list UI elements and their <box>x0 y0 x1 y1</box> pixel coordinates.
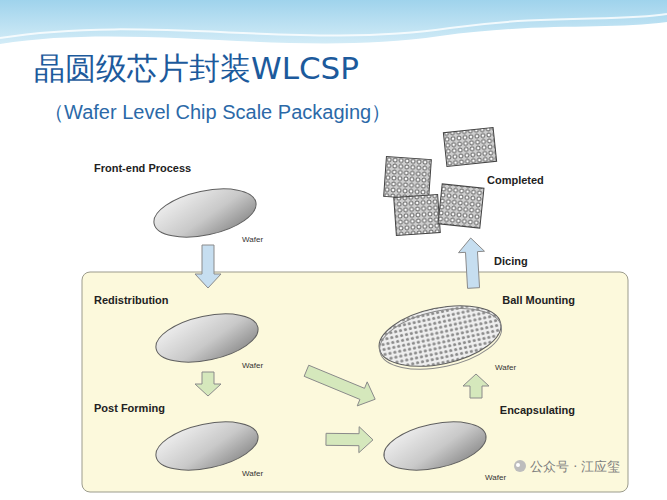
process-stage: Post FormingWafer <box>92 398 324 478</box>
chip <box>394 195 441 236</box>
flow-arrow <box>304 365 375 406</box>
wafer-label: Wafer <box>242 361 263 370</box>
process-stage: RedistributionWafer <box>92 290 324 370</box>
bumped-wafer <box>374 296 507 377</box>
wafer-label: Wafer <box>495 363 516 372</box>
stage-label: Post Forming <box>94 402 165 414</box>
chip <box>438 184 484 228</box>
chip <box>443 127 496 166</box>
wafer-label: Wafer <box>242 235 263 244</box>
stage-label: Redistribution <box>94 294 169 306</box>
process-panel <box>82 272 628 492</box>
flow-arrow <box>195 245 221 288</box>
stage-label: Encapsulating <box>500 404 575 416</box>
flow-arrow <box>326 427 373 453</box>
text-slot: Front-end Process <box>94 158 191 176</box>
stage-label: Completed <box>487 174 544 186</box>
process-stage: Front-end ProcessWafer <box>92 158 324 243</box>
wafer-label: Wafer <box>242 469 263 478</box>
wafer-disc <box>380 414 491 479</box>
text-slot: Wafer <box>485 466 506 484</box>
text-slot: Ball Mounting <box>502 290 575 308</box>
process-stage: Ball MountingWafer <box>375 290 577 372</box>
wafer-edge <box>374 299 507 380</box>
text-slot: Wafer <box>242 228 263 246</box>
stage-label: Ball Mounting <box>502 294 575 306</box>
edge-label: Dicing <box>494 255 528 267</box>
watermark-icon <box>514 460 526 472</box>
flow-arrow <box>195 372 221 396</box>
text-slot: Completed <box>487 170 544 188</box>
text-slot: Wafer <box>242 462 263 480</box>
flow-arrow <box>459 238 485 288</box>
wafer-label: Wafer <box>485 473 506 482</box>
watermark: 公众号 · 江应玺 <box>530 458 620 476</box>
text-slot: Encapsulating <box>500 400 575 418</box>
flow-arrow <box>463 374 489 398</box>
text-slot: Wafer <box>242 354 263 372</box>
wave-line <box>0 14 667 38</box>
caption: （Wafer Level Chip Scale Packaging） <box>44 99 391 126</box>
icon-dot <box>516 463 520 467</box>
text-slot: Post Forming <box>94 398 165 416</box>
chip <box>384 156 432 199</box>
icon-dot <box>514 460 526 472</box>
text-slot: Redistribution <box>94 290 169 308</box>
stage-label: Front-end Process <box>94 162 191 174</box>
chip-group: Completed <box>385 128 550 236</box>
wafer-disc <box>152 306 263 371</box>
wafer-disc <box>152 414 263 479</box>
text-slot: Wafer <box>495 356 516 374</box>
title: 晶圆级芯片封装WLCSP <box>34 48 359 90</box>
